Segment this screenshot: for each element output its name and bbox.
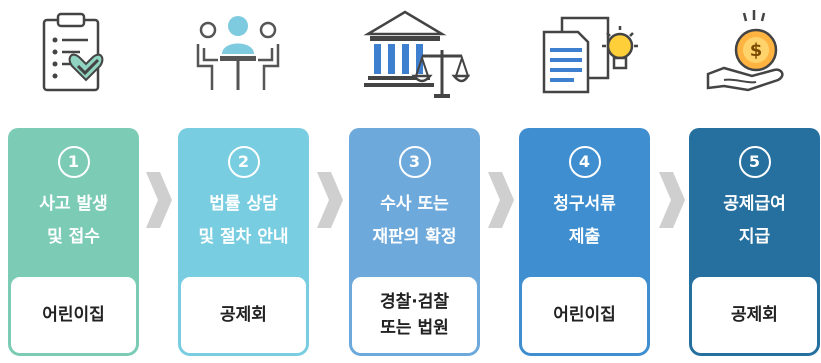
step-actor: 공제회 [731,305,778,325]
step-actor: 어린이집 [553,305,616,325]
step-number: 3 [398,146,431,178]
step-actor-box: 어린이집 [519,274,650,356]
consultation-meeting-icon [178,4,298,104]
step-arrow-icon [315,170,345,230]
step-actor-box: 어린이집 [8,274,139,356]
step-actor-box: 공제회 [178,274,309,356]
step-actor-box: 경찰·검찰 또는 법원 [349,274,480,356]
step-number: 2 [227,146,260,178]
step-actor: 또는 법원 [380,318,449,338]
step-number: 1 [57,146,90,178]
documents-lightbulb-icon [522,4,642,104]
step-arrow-icon [657,170,687,230]
step-number: 5 [738,146,771,178]
step-actor: 경찰·검찰 [379,292,450,312]
step-actor-box: 공제회 [689,274,820,356]
step-actor: 어린이집 [42,305,105,325]
step-number: 4 [568,146,601,178]
step-arrow-icon [144,170,174,230]
hand-coin-icon: $ [694,4,814,104]
svg-text:$: $ [750,40,763,61]
clipboard-check-icon [8,4,128,104]
courthouse-scales-icon [350,4,470,104]
step-actor: 공제회 [220,305,267,325]
step-arrow-icon [486,170,516,230]
